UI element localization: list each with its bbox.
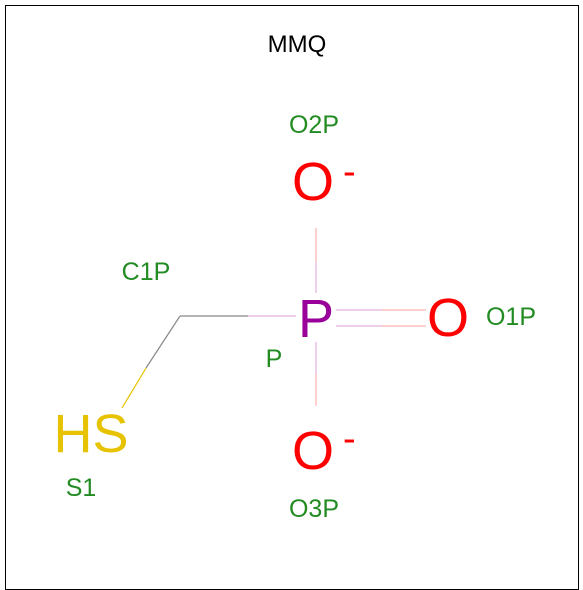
- atom-charge-o3p: -: [343, 418, 356, 460]
- atom-label-o2p: O2P: [289, 111, 339, 139]
- atom-symbol-o1p: O: [427, 288, 469, 348]
- bond-s1-c1p-carbon-half: [145, 315, 181, 369]
- atom-label-s1: S1: [66, 474, 97, 502]
- molecule-title: MMQ: [268, 31, 327, 58]
- atom-label-o3p: O3P: [289, 495, 339, 523]
- molecule-canvas-frame: [5, 5, 579, 590]
- atom-symbol-o2p: O: [292, 152, 334, 212]
- bond-s1-c1p-sulfur-half: [121, 367, 147, 409]
- atom-symbol-s1: HS: [53, 404, 128, 464]
- atom-label-p: P: [266, 345, 283, 373]
- atom-label-c1p: C1P: [122, 258, 171, 286]
- atom-charge-o2p: -: [343, 151, 356, 193]
- atom-symbol-o3p: O: [292, 421, 334, 481]
- atom-symbol-p: P: [298, 289, 334, 349]
- atom-label-o1p: O1P: [486, 303, 536, 331]
